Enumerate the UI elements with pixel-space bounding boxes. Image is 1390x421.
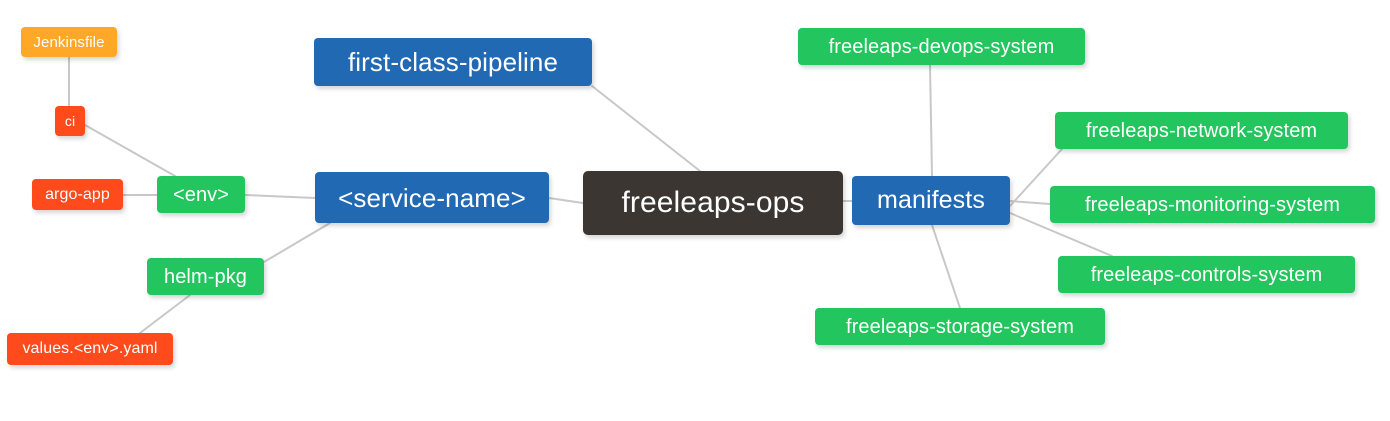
node-jenkinsfile[interactable]: Jenkinsfile <box>21 27 117 57</box>
edge-root-to-service-name <box>548 197 584 204</box>
node-argo-app[interactable]: argo-app <box>32 179 123 210</box>
node-helm-pkg[interactable]: helm-pkg <box>147 258 264 295</box>
edge-root-to-first-class-pipeline <box>591 85 701 172</box>
node-manifests[interactable]: manifests <box>852 176 1010 225</box>
edge-service-name-to-helm-pkg <box>263 222 331 263</box>
node-root[interactable]: freeleaps-ops <box>583 171 843 235</box>
edge-manifests-to-freeleaps-monitoring-system <box>1009 200 1051 205</box>
edge-manifests-to-freeleaps-devops-system <box>929 64 933 177</box>
node-freeleaps-storage-system[interactable]: freeleaps-storage-system <box>815 308 1105 345</box>
node-first-class-pipeline[interactable]: first-class-pipeline <box>314 38 592 86</box>
node-ci[interactable]: ci <box>55 106 85 136</box>
node-freeleaps-devops-system[interactable]: freeleaps-devops-system <box>798 28 1085 65</box>
edge-manifests-to-freeleaps-storage-system <box>931 224 961 309</box>
node-freeleaps-network-system[interactable]: freeleaps-network-system <box>1055 112 1348 149</box>
node-env[interactable]: <env> <box>157 176 245 213</box>
node-values-env-yaml[interactable]: values.<env>.yaml <box>7 333 173 365</box>
node-freeleaps-monitoring-system[interactable]: freeleaps-monitoring-system <box>1050 186 1375 223</box>
edge-helm-pkg-to-values-env-yaml <box>139 294 191 334</box>
edge-service-name-to-env <box>244 194 316 199</box>
node-freeleaps-controls-system[interactable]: freeleaps-controls-system <box>1058 256 1355 293</box>
edge-env-to-ci <box>84 124 176 177</box>
node-service-name[interactable]: <service-name> <box>315 172 549 223</box>
